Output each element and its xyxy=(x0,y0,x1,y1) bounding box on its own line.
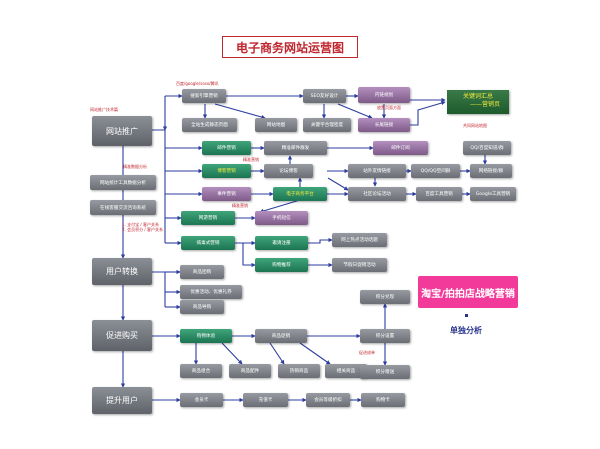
box-product-parts: 商品配件 xyxy=(229,364,271,378)
box-holiday-promo: 节假日促销活动 xyxy=(332,258,387,272)
box-email-marketing: 邮件营销 xyxy=(202,141,251,155)
label-shared-map: 共同网站地图 xyxy=(463,123,487,128)
box-friend-links: 站外友情链接 xyxy=(348,164,406,178)
guerrilla-to-share xyxy=(242,243,256,268)
box-product-group: 商品团购 xyxy=(180,265,224,279)
box-blog-marketing: 博客营销 xyxy=(202,164,251,178)
box-ec-platform: 电子商务平台 xyxy=(273,187,327,201)
links-to-kw xyxy=(410,100,446,126)
box-mail-subscribe: 邮件订阅 xyxy=(373,141,428,155)
node-user-conversion: 用户转换 xyxy=(92,258,152,285)
box-viral-marketing: 网游营销 xyxy=(181,211,235,225)
box-mobile-sms: 手机短信 xyxy=(255,211,308,225)
box-seo: 搜索引擎营销 xyxy=(182,89,226,103)
box-qq-baidu: QQ/百度知道/群 xyxy=(463,141,511,155)
taobao-strategy-banner: 淘宝/拍拍店战略营销 xyxy=(418,276,518,308)
box-static-pages: 全站生成静态页面 xyxy=(182,118,237,132)
box-hot-topics: 网上热点活动话题 xyxy=(332,233,387,247)
label-precise-marketing: 精准营销 xyxy=(243,157,259,162)
keyword-summary-label: 关键词汇总 xyxy=(462,93,493,100)
promo-to-hot xyxy=(269,342,285,365)
label-alliance-1: 1. 支付宝 / 客户关系 xyxy=(122,222,159,227)
label-data-analysis: 精准数据分析 xyxy=(123,164,147,169)
conv-trunk xyxy=(152,271,166,307)
box-qq-groups: QQ/QQ空间群 xyxy=(411,164,460,178)
box-seo-design: SEO友好设计 xyxy=(303,89,346,103)
box-content-plan: 内链规划 xyxy=(358,87,410,103)
bullet-dot xyxy=(465,314,468,317)
box-google-tools: Google工具营销 xyxy=(470,187,516,201)
label-promo-flow: 促进成单 xyxy=(359,350,375,355)
box-shopping-experience: 购物体验 xyxy=(180,329,232,343)
box-shopping-share: 购物推荐 xyxy=(255,258,308,272)
box-coupon: 优惠活动、优惠礼券 xyxy=(180,285,242,299)
box-product-combo: 商品组合 xyxy=(180,364,222,378)
box-keyword-summary: 关键词汇总 ——营销页 xyxy=(447,90,509,114)
box-member-level: 会员等级折扣 xyxy=(306,393,350,407)
box-points-gift: 积分赠送 xyxy=(360,365,410,379)
box-invite-register: 邀请注册 xyxy=(255,236,308,250)
box-recharge-card: 充值卡 xyxy=(243,393,288,407)
keyword-summary-sub: ——营销页 xyxy=(469,101,500,108)
label-tech-dept: 网站推广技术篇 xyxy=(90,107,118,112)
box-points-exchange: 积分兑现 xyxy=(360,290,410,304)
single-analysis-label: 单独分析 xyxy=(450,326,482,335)
label-search-engines: 百度/google/soso/腾讯 xyxy=(176,81,219,86)
box-related-products: 相关商品 xyxy=(325,364,367,378)
label-fansi: 放置页面方面 xyxy=(377,105,401,110)
box-shopping-card: 购物卡 xyxy=(361,393,405,407)
box-precise-mail: 精准邮件群发 xyxy=(264,141,327,155)
box-hot-products: 热销商品 xyxy=(278,364,320,378)
box-network-link: 网络链接/群 xyxy=(470,164,512,178)
box-baidu-tools: 百度工具营销 xyxy=(416,187,462,201)
box-keyword-density: 关键字合理密度 xyxy=(303,118,351,132)
box-forum-blog: 论坛博客 xyxy=(264,164,313,178)
label-alliance-2: 2. 会员积分 / 客户关系 xyxy=(122,227,163,232)
box-external-links: 长尾链接 xyxy=(358,118,410,132)
blog-cross xyxy=(327,177,349,191)
box-event-marketing: 事件营销 xyxy=(202,187,251,201)
node-site-promotion: 网站推广 xyxy=(92,116,152,146)
box-product-trial: 商品导购 xyxy=(180,300,224,314)
box-site-map: 网站地图 xyxy=(255,118,297,132)
flow-to-parts xyxy=(221,342,243,365)
seo-to-map xyxy=(214,103,266,120)
label-precise-marketing-2: 精准营销 xyxy=(232,203,248,208)
box-guerrilla-marketing: 病毒式营销 xyxy=(181,236,235,250)
box-online-service: 在线客服交流咨询系统 xyxy=(90,200,156,215)
box-points-settle: 积分设置 xyxy=(360,329,410,343)
node-upgrade-users: 提升用户 xyxy=(92,387,152,414)
ec-to-mobile xyxy=(259,199,301,214)
box-member-card: 会员卡 xyxy=(180,393,223,407)
box-product-promo: 商品促销 xyxy=(255,329,307,343)
box-social-forum: 社区论坛活动 xyxy=(348,187,406,201)
register-to-hot xyxy=(308,237,333,244)
promo-to-related xyxy=(299,342,331,365)
diagram-title: 电子商务网站运营图 xyxy=(222,36,358,58)
node-promote-purchase: 促进购买 xyxy=(92,320,152,351)
box-site-stats: 网站统计工具数据分析 xyxy=(90,175,156,190)
design-to-links xyxy=(337,103,373,119)
